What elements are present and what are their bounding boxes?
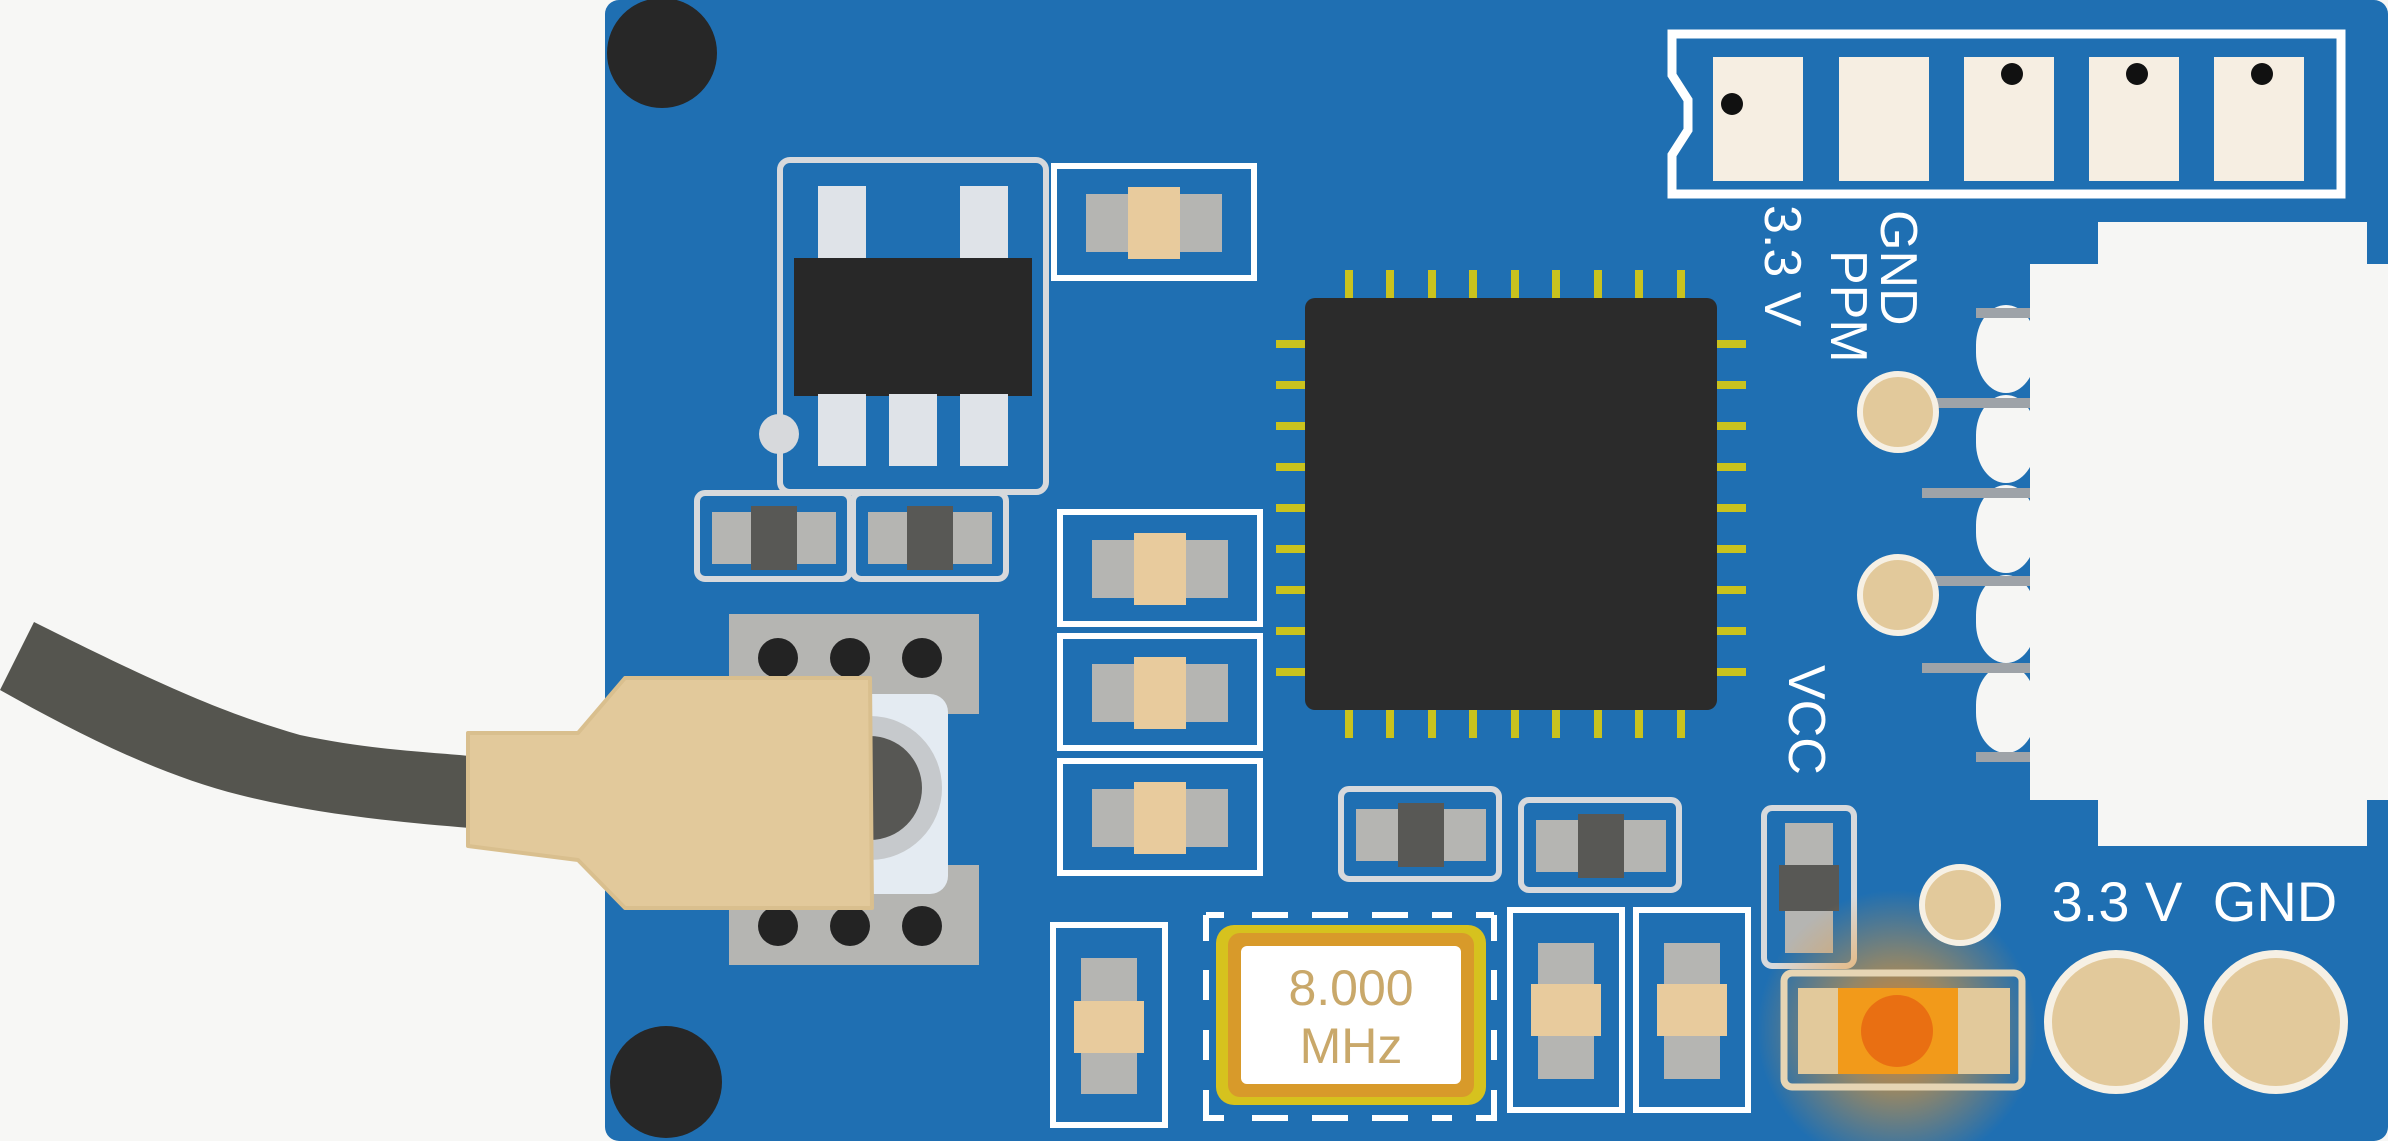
label-3v3-header: 3.3 V <box>1753 205 1811 327</box>
label-gnd-pad: GND <box>2213 870 2337 933</box>
power-pad-gnd <box>2204 950 2348 1094</box>
smd-resistor <box>1057 633 1263 751</box>
smd-capacitor <box>850 490 1009 582</box>
antenna-cable-icon <box>0 622 874 910</box>
power-pad-3v3 <box>2044 950 2188 1094</box>
smd-capacitor <box>694 490 853 582</box>
pin-header <box>1667 29 2346 199</box>
crystal-oscillator-icon <box>1203 912 1497 1121</box>
smd-resistor <box>1051 163 1257 281</box>
smd-resistor-vertical <box>1633 907 1751 1113</box>
smd-resistor <box>1057 758 1263 876</box>
label-3v3-pad: 3.3 V <box>2052 870 2183 933</box>
header-pad <box>1839 57 1929 181</box>
label-vcc: VCC <box>1777 665 1835 775</box>
crystal-unit: MHz <box>1300 1018 1403 1074</box>
smd-resistor <box>1057 509 1263 627</box>
label-gnd: GND <box>1869 210 1927 326</box>
via-pad <box>1919 864 2001 946</box>
voltage-regulator-icon <box>759 157 1049 495</box>
smd-capacitor <box>1338 786 1502 882</box>
smd-resistor-vertical <box>1507 907 1625 1113</box>
mounting-hole-icon <box>607 0 717 108</box>
crystal-frequency: 8.000 <box>1288 960 1413 1016</box>
status-led-icon <box>1757 890 2037 1141</box>
via-pad <box>1857 371 1939 453</box>
mounting-hole-icon <box>610 1026 722 1138</box>
smd-capacitor <box>1518 797 1682 893</box>
header-pad <box>1713 57 1803 181</box>
smd-resistor-vertical <box>1050 922 1168 1128</box>
label-ppm: PPM <box>1819 250 1877 363</box>
microcontroller-chip-icon <box>1276 270 1746 738</box>
connector-housing <box>1922 222 2388 846</box>
via-pad <box>1857 554 1939 636</box>
